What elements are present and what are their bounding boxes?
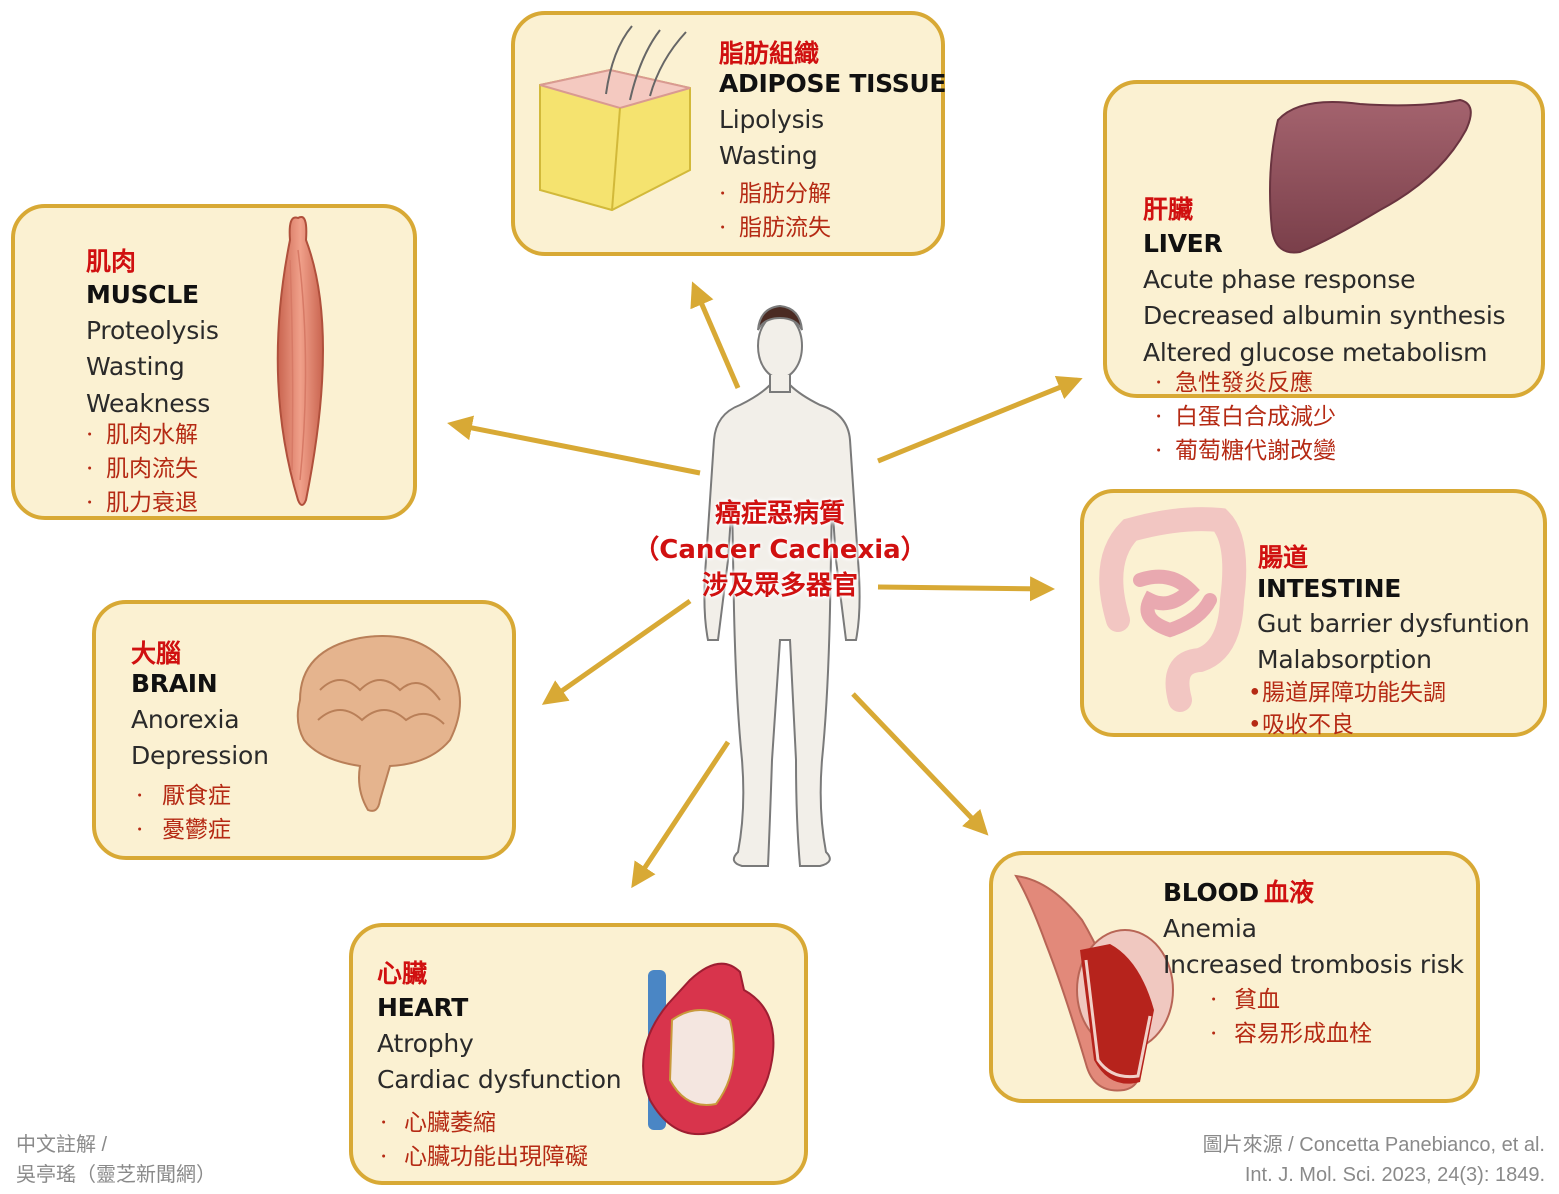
arrow-to-liver <box>877 375 1083 464</box>
blood-zh-title: 血液 <box>1263 878 1314 907</box>
adipose-zh-title: 脂肪組織 <box>719 39 820 68</box>
adipose-zh-item: ·脂肪分解 <box>719 181 831 207</box>
adipose-tissue-icon <box>539 25 691 212</box>
intestine-en-title: INTESTINE <box>1257 574 1402 603</box>
image-source-line2: Int. J. Mol. Sci. 2023, 24(3): 1849. <box>1244 1164 1545 1186</box>
liver-zh-item: ·急性發炎反應 <box>1155 370 1313 396</box>
arrow-to-intestine <box>877 576 1055 602</box>
muscle-en-item: Weakness <box>86 389 211 418</box>
intestine-zh-item: •腸道屏障功能失調 <box>1248 680 1446 706</box>
arrow-to-brain <box>541 598 692 705</box>
blood-panel <box>989 851 1480 1103</box>
muscle-panel <box>11 204 417 520</box>
blood-en-title: BLOOD <box>1163 878 1259 907</box>
heart-en-title: HEART <box>377 993 469 1022</box>
liver-en-item: Decreased albumin synthesis <box>1143 301 1506 330</box>
arrow-to-muscle <box>447 415 701 476</box>
liver-zh-item: ·葡萄糖代謝改變 <box>1155 438 1336 464</box>
brain-icon <box>296 635 461 812</box>
blood-en-item: Anemia <box>1163 914 1257 943</box>
intestine-en-item: Gut barrier dysfuntion <box>1257 609 1530 638</box>
annotation-credit: 中文註解 / 吳亭瑤（靈芝新聞網） <box>16 1130 216 1190</box>
center-label-line1: 癌症惡病質 <box>714 499 845 529</box>
center-label-line3: 涉及眾多器官 <box>701 571 858 601</box>
brain-en-item: Depression <box>131 741 269 770</box>
brain-zh-title: 大腦 <box>131 639 182 668</box>
heart-zh-item: ·心臟功能出現障礙 <box>380 1144 588 1170</box>
adipose-en-title: ADIPOSE TISSUE <box>719 69 947 98</box>
muscle-en-item: Wasting <box>86 352 185 381</box>
arrow-to-adipose <box>690 281 741 389</box>
arrow-to-blood <box>851 692 989 836</box>
adipose-en-item: Wasting <box>719 141 818 170</box>
liver-en-item: Altered glucose metabolism <box>1143 338 1488 367</box>
image-source-line1: 圖片來源 / Concetta Panebianco, et al. <box>1202 1134 1545 1156</box>
blood-zh-item: ·容易形成血栓 <box>1210 1021 1372 1047</box>
blood-vessel-icon <box>1014 874 1174 1092</box>
muscle-icon <box>276 216 324 506</box>
center-label-line2: （Cancer Cachexia） <box>633 535 927 565</box>
heart-en-item: Atrophy <box>377 1029 474 1058</box>
adipose-en-item: Lipolysis <box>719 105 824 134</box>
arrows <box>447 281 1083 889</box>
intestine-zh-title: 腸道 <box>1258 543 1309 572</box>
heart-icon <box>642 962 775 1136</box>
brain-zh-item: ·憂鬱症 <box>136 817 231 843</box>
liver-zh-item: ·白蛋白合成減少 <box>1155 404 1336 430</box>
muscle-zh-item: ·肌肉水解 <box>86 422 198 448</box>
liver-en-item: Acute phase response <box>1143 265 1416 294</box>
liver-zh-title: 肝臟 <box>1143 195 1194 224</box>
arrow-to-heart <box>631 740 731 889</box>
brain-zh-item: ·厭食症 <box>136 783 231 809</box>
muscle-zh-item: ·肌力衰退 <box>86 490 198 516</box>
heart-en-item: Cardiac dysfunction <box>377 1065 622 1094</box>
blood-title: BLOOD 血液 <box>1163 876 1314 910</box>
human-figure-icon <box>703 304 861 867</box>
muscle-zh-item: ·肌肉流失 <box>86 456 198 482</box>
blood-en-item: Increased trombosis risk <box>1163 950 1464 979</box>
heart-zh-item: ·心臟萎縮 <box>380 1110 496 1136</box>
center-label: 癌症惡病質 （Cancer Cachexia） 涉及眾多器官 <box>620 496 940 604</box>
liver-icon <box>1269 98 1472 254</box>
annotation-credit-line2: 吳亭瑤（靈芝新聞網） <box>16 1164 216 1186</box>
brain-en-title: BRAIN <box>131 669 218 698</box>
intestine-icon <box>1099 507 1247 712</box>
blood-zh-item: ·貧血 <box>1210 987 1280 1013</box>
muscle-en-title: MUSCLE <box>86 280 199 309</box>
muscle-en-item: Proteolysis <box>86 316 219 345</box>
annotation-credit-line1: 中文註解 / <box>16 1134 108 1156</box>
liver-en-title: LIVER <box>1143 229 1223 258</box>
adipose-zh-item: ·脂肪流失 <box>719 215 831 241</box>
intestine-en-item: Malabsorption <box>1257 645 1432 674</box>
intestine-zh-item: •吸收不良 <box>1248 712 1354 738</box>
heart-zh-title: 心臟 <box>377 959 428 988</box>
brain-en-item: Anorexia <box>131 705 240 734</box>
muscle-zh-title: 肌肉 <box>86 247 137 276</box>
image-source-credit: 圖片來源 / Concetta Panebianco, et al. Int. … <box>1203 1130 1545 1190</box>
